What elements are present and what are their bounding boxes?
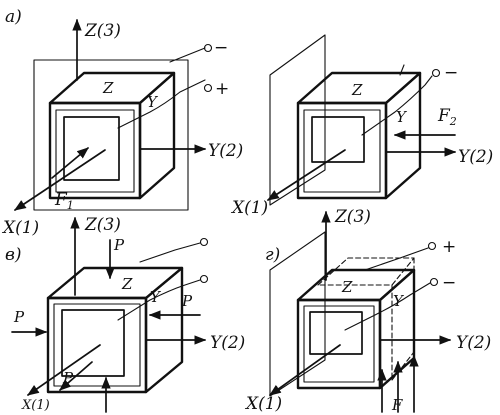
force-arrow-icon: [59, 361, 93, 391]
axis-label-y: Y(2): [456, 333, 491, 353]
electrode-plate-icon: [269, 34, 326, 206]
axis-label-x: X(1): [1, 218, 39, 238]
axis-label-y: Y(2): [458, 147, 493, 167]
panel-g: г) Z(3) Z Y + − Y(2): [244, 207, 491, 414]
face-label-z: Z: [121, 275, 133, 293]
panel-letter-a: а): [5, 7, 22, 27]
x-axis-arrow: [27, 344, 101, 396]
face-label-y: Y: [396, 108, 408, 126]
lead-wire: [117, 79, 206, 129]
lead-wire: [139, 242, 201, 263]
lead-wire: [117, 279, 201, 321]
crystal-cube-icon: [48, 71, 176, 200]
lead-wire: [361, 75, 433, 136]
axis-label-z: Z(3): [334, 207, 371, 227]
face-label-z: Z: [102, 79, 114, 97]
crystal-cube-icon: [46, 266, 184, 394]
force-arrow-icon: [51, 147, 89, 179]
terminal-sign-minus: −: [442, 273, 456, 293]
face-label-z: Z: [351, 81, 363, 99]
face-label-y: Y: [147, 93, 159, 111]
axis-label-y: Y(2): [208, 141, 243, 161]
lead-wire: [169, 47, 206, 63]
terminal-circle-icon: [203, 43, 213, 53]
terminal-sign-plus: +: [442, 237, 456, 257]
force-label-p: P: [113, 236, 125, 254]
panel-a: а) Z(3) Z Y Y(2) X(1) F1 + −: [1, 7, 243, 238]
force-label-p: P: [62, 369, 74, 387]
x-axis-arrow: [14, 149, 106, 211]
axis-label-x: X(1): [230, 198, 268, 218]
lead-tick: [399, 64, 405, 76]
crystal-cube-icon: [296, 71, 422, 200]
electrode-plate-icon: [33, 59, 189, 211]
axis-label-y: Y(2): [210, 333, 245, 353]
terminal-circle-icon: [427, 241, 437, 251]
axis-label-x: X(1): [244, 394, 282, 414]
axis-label-z: Z(3): [84, 215, 121, 235]
terminal-sign-minus: −: [444, 63, 458, 83]
terminal-sign-plus: +: [215, 79, 229, 99]
panel-v: в) Z(3) Z Y P P P P: [5, 215, 245, 413]
terminal-circle-icon: [431, 68, 441, 78]
lead-wire: [344, 282, 431, 331]
force-label-f1: F1: [54, 190, 74, 212]
lead-wire: [364, 247, 429, 271]
x-axis-arrow: [269, 344, 341, 396]
terminal-circle-icon: [429, 277, 439, 287]
panel-letter-g: г): [265, 245, 280, 265]
terminal-circle-icon: [199, 237, 209, 247]
force-label-p: P: [13, 308, 25, 326]
terminal-sign-minus: −: [214, 38, 228, 58]
force-label-f2: F2: [437, 106, 457, 128]
force-label-f: F: [391, 396, 403, 414]
axis-label-x: X(1): [21, 398, 50, 413]
terminal-circle-icon: [203, 83, 213, 93]
x-axis-arrow: [267, 149, 346, 201]
terminal-circle-icon: [199, 274, 209, 284]
crystal-cube-icon: [296, 257, 416, 390]
face-label-z: Z: [341, 278, 353, 296]
electrode-plate-icon: [269, 231, 326, 397]
axis-label-z: Z(3): [84, 21, 121, 41]
face-label-y: Y: [393, 292, 405, 310]
force-label-p: P: [181, 292, 193, 310]
panel-letter-v: в): [5, 245, 22, 265]
panel-b: Z Y − F2 Y(2) X(1): [230, 34, 493, 218]
